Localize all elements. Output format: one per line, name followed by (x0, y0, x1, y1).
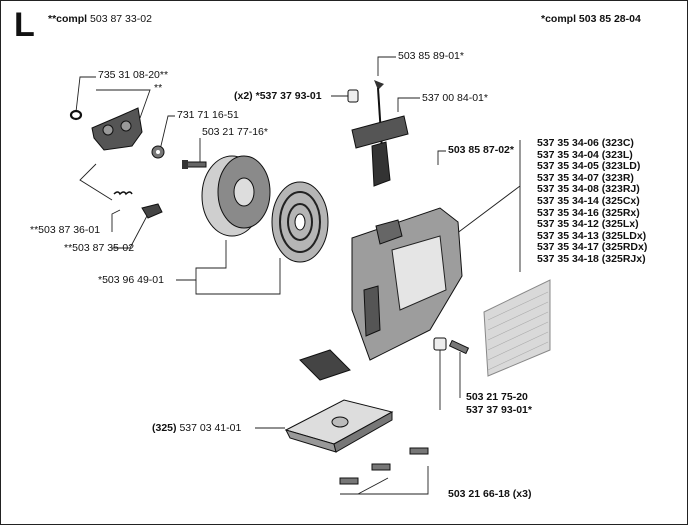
model-list-item: 537 35 34-18 (325RJx) (537, 252, 646, 265)
screw-75-icon (448, 339, 470, 355)
bushing-icon (347, 89, 359, 103)
label-503-87-35-02: **503 87 35-02 (64, 242, 135, 254)
model-list-item: 537 35 34-16 (325Rx) (537, 206, 640, 219)
label-503-85-87-02: 503 85 87-02* (448, 144, 514, 156)
screw-66-icons (339, 447, 429, 485)
label-735-31-08-20: 735 31 08-20** (98, 69, 169, 81)
label-503-85-89-01: 503 85 89-01* (398, 50, 464, 62)
label-731-71-16-51: 731 71 16-51 (177, 109, 239, 121)
label-537-00-84-01: 537 00 84-01* (422, 92, 488, 104)
starter-pawl-bracket-icon (91, 107, 143, 151)
x2-part: *537 37 93-01 (255, 90, 322, 102)
model-list-item: 537 35 34-07 (323R) (537, 171, 634, 184)
header-left-label: **compl 503 87 33-02 (48, 13, 152, 26)
header-left-prefix: **compl (48, 13, 88, 25)
model-list-item: 537 35 34-12 (325Lx) (537, 218, 639, 231)
x2-prefix: (x2) (234, 90, 253, 102)
leader-lines (75, 56, 521, 495)
p325-prefix: (325) (152, 422, 177, 434)
section-letter: L (14, 6, 35, 44)
nut-icon (151, 145, 165, 159)
model-part-list: 537 35 34-06 (323C) 537 35 34-04 (323L) … (537, 137, 648, 266)
bushing-bottom-icon (433, 337, 447, 351)
starter-pulley-icon (201, 155, 271, 237)
model-list-item: 537 35 34-14 (325Cx) (537, 194, 640, 207)
header-right-label: *compl 503 85 28-04 (541, 13, 641, 25)
label-503-87-36-01: **503 87 36-01 (30, 224, 101, 236)
starter-housing-icon (299, 207, 463, 381)
label-503-21-66-18: 503 21 66-18 (x3) (448, 488, 532, 500)
label-537-37-93-01-x2: (x2) *537 37 93-01 (234, 90, 322, 103)
starter-handle-icon (351, 115, 409, 187)
label-503-96-49-01: *503 96 49-01 (98, 274, 164, 286)
label-537-37-93-01-bottom: 537 37 93-01* (466, 404, 532, 416)
model-list-item: 537 35 34-05 (323LD) (537, 160, 641, 173)
model-list-item: 537 35 34-17 (325RDx) (537, 241, 648, 254)
model-list-item: 537 35 34-08 (323RJ) (537, 183, 640, 196)
model-list-item: 537 35 34-13 (325LDx) (537, 229, 647, 242)
spring-small-icon (113, 191, 133, 196)
model-list-item: 537 35 34-04 (323L) (537, 148, 633, 161)
p325-part: 537 03 41-01 (179, 422, 242, 434)
label-735-31-double-star: ** (154, 82, 163, 94)
screw-77-icon (182, 160, 207, 169)
label-503-21-75-20: 503 21 75-20 (466, 391, 528, 403)
mounting-plate-icon (284, 399, 394, 453)
seal-ring-icon (69, 109, 83, 121)
model-list-item: 537 35 34-06 (323C) (537, 137, 634, 149)
hatched-panel-icon (483, 279, 551, 377)
header-left-part: 503 87 33-02 (90, 13, 152, 25)
label-537-03-41-01: (325) 537 03 41-01 (152, 422, 242, 435)
recoil-spring-icon (271, 181, 329, 263)
label-503-21-77-16: 503 21 77-16* (202, 126, 268, 138)
pawl-icon (141, 203, 163, 219)
